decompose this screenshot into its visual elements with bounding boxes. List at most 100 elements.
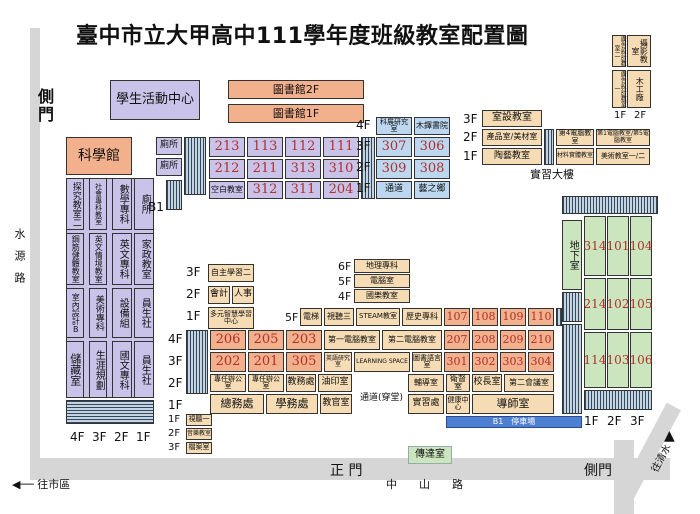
room-meeting-2: 第二會議室 bbox=[504, 374, 554, 392]
room-history: 歷史專科 bbox=[402, 308, 442, 326]
stairs bbox=[556, 308, 562, 326]
stairs bbox=[562, 324, 582, 414]
classroom: 306 bbox=[414, 137, 450, 157]
classroom: 110 bbox=[528, 308, 554, 326]
stairs bbox=[361, 137, 375, 199]
floor-label: 3F bbox=[92, 430, 107, 444]
room-learning-space: LEARNING SPACE bbox=[354, 352, 410, 372]
floor-label: 4F bbox=[168, 332, 183, 346]
room-toilet: 廁所 bbox=[134, 178, 154, 230]
room-supervision: 衛督室 bbox=[446, 374, 470, 392]
classroom: 303 bbox=[500, 352, 526, 372]
floor-label: 2F bbox=[168, 376, 183, 390]
room-personnel: 人事 bbox=[232, 286, 254, 304]
floor-label: 1F bbox=[356, 181, 371, 195]
classroom: 313 bbox=[285, 159, 321, 179]
floor-label: 5F bbox=[338, 275, 352, 288]
science-hall: 科學館 bbox=[66, 137, 132, 175]
floor-label: 3F bbox=[463, 112, 478, 126]
side-gate-left: 側門 bbox=[38, 87, 55, 124]
road-west-label: 水 源 路 bbox=[13, 228, 26, 283]
room-general-affairs: 總務處 bbox=[210, 394, 264, 414]
classroom: 311 bbox=[285, 181, 321, 199]
floor-label: 3F bbox=[168, 354, 183, 368]
page-title: 臺中市立大甲高中111學年度班級教室配置圖 bbox=[76, 24, 529, 49]
room-chinese: 國文專科 bbox=[112, 341, 132, 398]
room-homeroom: 導師室 bbox=[472, 394, 554, 414]
room-materials: 材料實體教室 bbox=[556, 148, 594, 165]
empty-classroom: 空白教室 bbox=[209, 181, 245, 199]
floor-label: 1F bbox=[584, 414, 599, 428]
room-storage: 儲藏室 bbox=[66, 341, 84, 398]
classroom: 211 bbox=[247, 159, 283, 179]
road-south-label: 中 山 路 bbox=[386, 478, 463, 491]
stairs bbox=[186, 330, 208, 394]
classroom: 102 bbox=[607, 278, 629, 330]
stairs bbox=[562, 292, 582, 322]
floor-label: 3F bbox=[356, 139, 371, 153]
classroom: 212 bbox=[209, 159, 245, 179]
classroom: 105 bbox=[630, 278, 652, 330]
classroom: 111 bbox=[323, 137, 359, 157]
floor-label: 2F bbox=[186, 287, 201, 301]
room-research-2: 探究教室二 bbox=[66, 178, 84, 230]
floor-label: 3F bbox=[168, 442, 181, 453]
classroom: 301 bbox=[444, 352, 470, 372]
floor-label: 1F bbox=[463, 149, 478, 163]
stairs bbox=[562, 196, 658, 214]
toilet-north-1: 廁所 bbox=[156, 137, 182, 155]
room-print: 油印室 bbox=[318, 374, 352, 392]
student-center: 學生活動中心 bbox=[110, 80, 200, 120]
toilet-north-2: 廁所 bbox=[156, 158, 182, 176]
room-ad-design-2: 廣告設計教室二 bbox=[612, 35, 627, 67]
stairs bbox=[166, 180, 182, 210]
floor-label: 1F bbox=[168, 414, 181, 425]
classroom: 312 bbox=[247, 181, 283, 199]
arrow-northeast-icon: ▲ bbox=[664, 428, 675, 444]
stairs bbox=[66, 400, 154, 424]
reception: 傳達室 bbox=[408, 446, 452, 464]
floor-label: 5F bbox=[285, 311, 299, 324]
main-gate: 正 門 bbox=[330, 463, 363, 479]
room-self-study-2: 自主學習二 bbox=[208, 264, 254, 282]
room-av-3: 視聽三 bbox=[324, 308, 354, 326]
classroom: 113 bbox=[247, 137, 283, 157]
basement: 地下室 bbox=[562, 220, 582, 290]
room-english-research: 英語研究室 bbox=[324, 352, 352, 372]
classroom: 206 bbox=[210, 330, 246, 350]
floor-label: 2F bbox=[634, 110, 647, 121]
classroom: 106 bbox=[630, 332, 652, 388]
classroom: 204 bbox=[323, 181, 359, 199]
room-health-center: 健康中心 bbox=[446, 394, 470, 414]
floor-label: 4F bbox=[338, 290, 352, 303]
library-2f: 圖書館2F bbox=[228, 80, 364, 99]
room-computer-4: 第4電腦教室 bbox=[556, 129, 594, 146]
passage-north: 通道 bbox=[376, 181, 412, 199]
passage-label: 通道(穿堂) bbox=[360, 393, 404, 403]
arrow-left-icon: ◀── bbox=[12, 478, 34, 491]
classroom: 314 bbox=[584, 216, 606, 276]
road-west bbox=[30, 28, 40, 468]
floor-label: 2F bbox=[356, 160, 371, 174]
classroom: 302 bbox=[472, 352, 498, 372]
floor-label: 1F bbox=[186, 309, 201, 323]
floor-label: B1 bbox=[148, 200, 164, 214]
room-home-ec: 家政教室 bbox=[134, 233, 154, 285]
floor-label: 1F bbox=[136, 430, 151, 444]
room-multi-intel: 多元智慧學習中心 bbox=[208, 307, 254, 329]
room-av-1: 視聽一 bbox=[186, 414, 212, 426]
room-coop-2: 員生社 bbox=[134, 341, 154, 398]
room-computer: 電腦室 bbox=[354, 274, 410, 288]
room-computer-2: 第二電腦教室 bbox=[382, 330, 442, 350]
floor-label: 2F bbox=[463, 130, 478, 144]
classroom: 112 bbox=[285, 137, 321, 157]
classroom: 308 bbox=[414, 159, 450, 179]
classroom: 201 bbox=[248, 352, 284, 372]
classroom: 213 bbox=[209, 137, 245, 157]
room-english: 英文專科 bbox=[112, 233, 132, 285]
room-interior-design: 室設教室 bbox=[482, 110, 542, 127]
room-geography: 地理專科 bbox=[354, 259, 410, 273]
room-counseling: 輔導室 bbox=[408, 374, 444, 392]
floor-label: 6F bbox=[338, 260, 352, 273]
room-art-1-2: 美術教室一/二 bbox=[596, 148, 650, 165]
